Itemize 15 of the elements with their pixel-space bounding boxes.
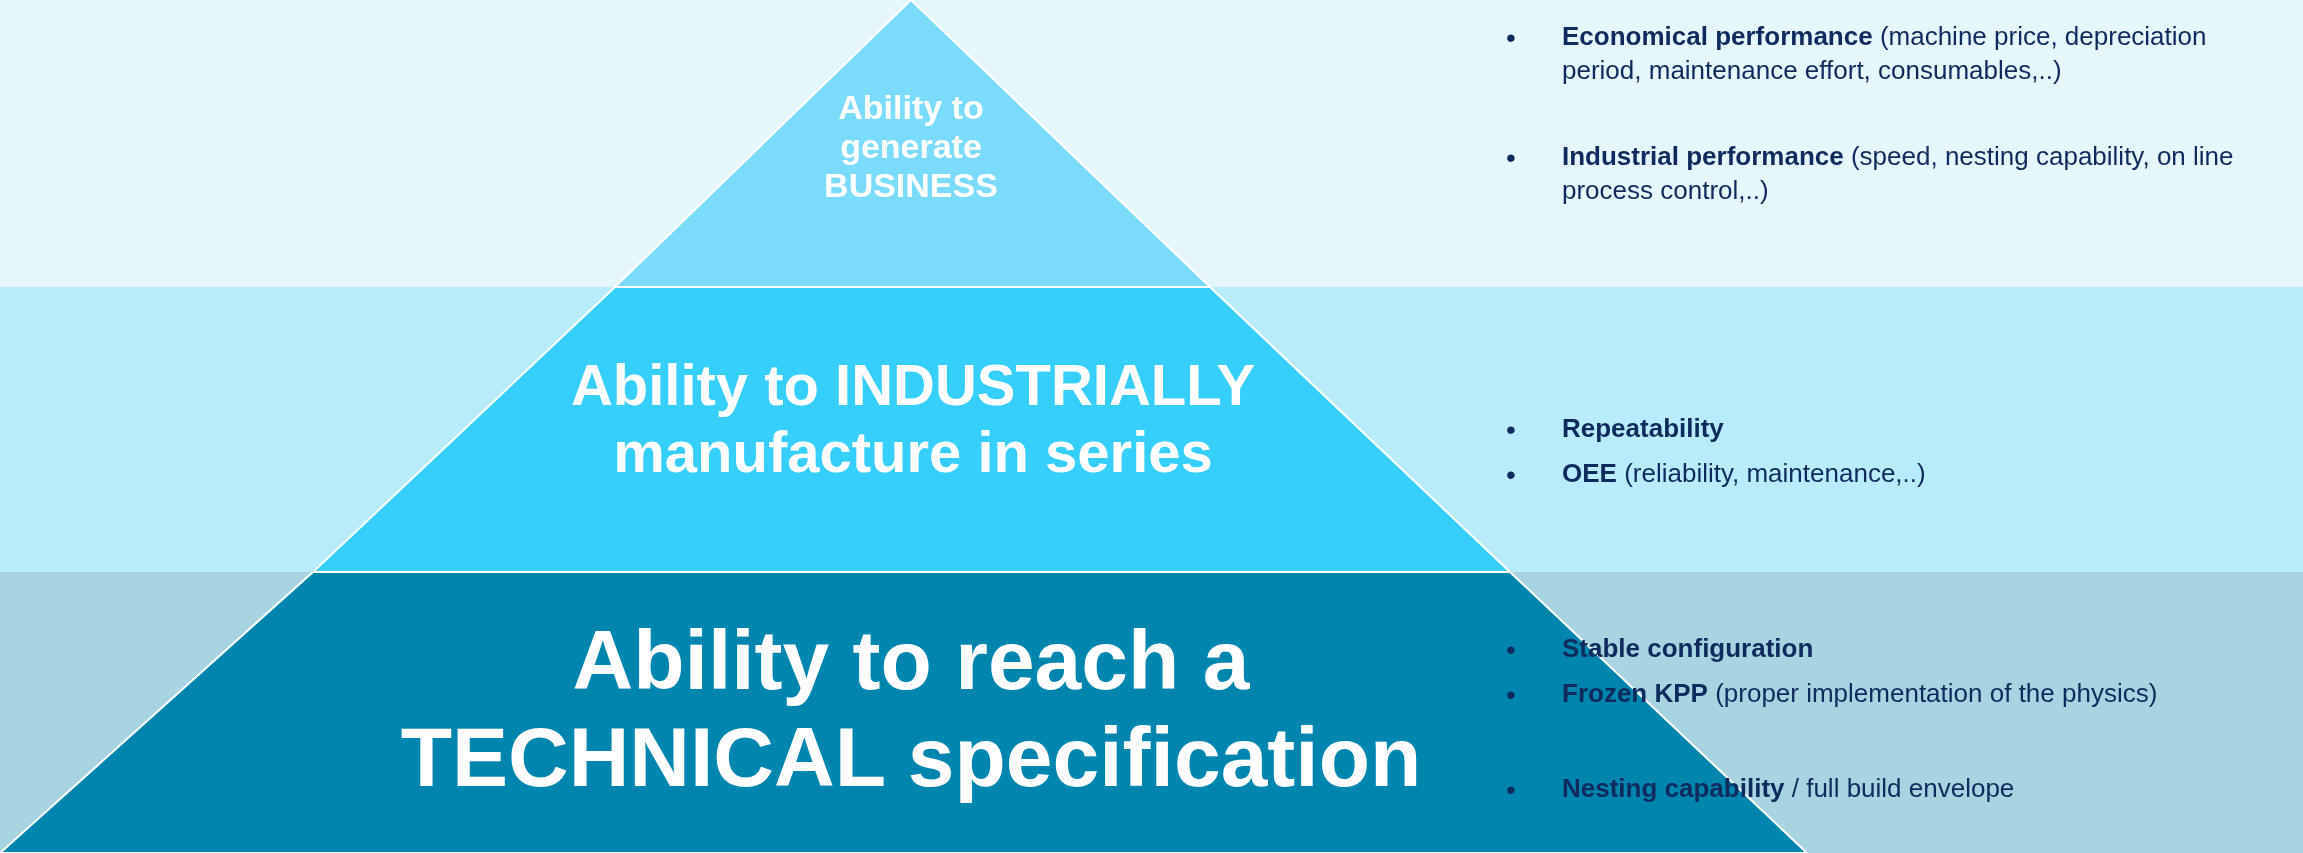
bullet: • [1506, 22, 1516, 54]
layer-title: Ability to generate BUSINESS [823, 88, 999, 206]
bullet: • [1506, 142, 1516, 174]
layer-title: Ability to reach a TECHNICAL specification [399, 612, 1423, 806]
pyramid-layer [615, 0, 1210, 287]
bullet-text: OEE (reliability, maintenance,..) [1562, 457, 1927, 490]
bullet-text: Economical performance (machine price, depreciation period, maintenance effort, consumables,..) [1562, 20, 2208, 87]
bullet: • [1506, 774, 1516, 806]
bullet: • [1506, 414, 1516, 446]
bullet-text: Repeatability [1562, 412, 1725, 445]
bullet: • [1506, 459, 1516, 491]
bullet-text: Industrial performance (speed, nesting capability, on line process control,..) [1562, 140, 2235, 207]
layer-title: Ability to INDUSTRIALLY manufacture in series [569, 352, 1257, 486]
bullet: • [1506, 679, 1516, 711]
bullet: • [1506, 634, 1516, 666]
